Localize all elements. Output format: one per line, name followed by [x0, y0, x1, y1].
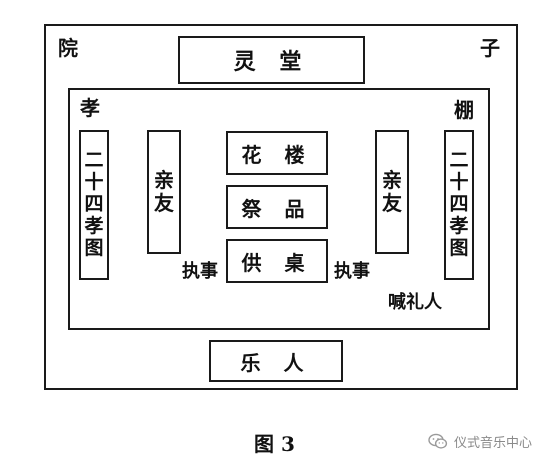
right-friends-box: 亲 友 — [375, 130, 409, 254]
offerings-box: 祭 品 — [226, 185, 328, 229]
courtyard-label-left: 院 — [58, 36, 78, 60]
musicians-box: 乐 人 — [209, 340, 343, 382]
steward-label-left: 执事 — [182, 261, 218, 282]
left-tablet-char: 二 — [84, 149, 104, 172]
offering-table-box: 供 桌 — [226, 239, 328, 283]
right-tablet-char: 孝 — [449, 214, 469, 237]
left-tablet-char: 四 — [84, 193, 104, 216]
left-filial-tablet: 二 十 四 孝 图 — [79, 130, 109, 280]
courtyard-label-right: 子 — [480, 36, 500, 60]
right-tablet-char: 十 — [449, 171, 469, 194]
left-friends-box: 亲 友 — [147, 130, 181, 254]
watermark-text: 仪式音乐中心 — [454, 436, 533, 451]
right-tablet-char: 二 — [449, 149, 469, 172]
offerings-label: 祭 品 — [241, 196, 313, 221]
musicians-label: 乐 人 — [240, 350, 312, 375]
lingtang-box: 灵 堂 — [178, 36, 365, 84]
figure-caption: 图 3 — [254, 432, 295, 456]
watermark: 仪式音乐中心 — [428, 432, 532, 451]
ritual-caller-label: 喊礼人 — [388, 292, 442, 313]
right-tablet-char: 图 — [449, 236, 469, 259]
flower-tower-box: 花 楼 — [226, 131, 328, 175]
right-tablet-char: 四 — [449, 193, 469, 216]
left-friends-char: 友 — [154, 191, 174, 215]
shed-label-right: 棚 — [454, 98, 474, 122]
left-tablet-char: 十 — [84, 171, 104, 194]
left-tablet-char: 图 — [84, 236, 104, 259]
left-friends-char: 亲 — [154, 168, 174, 192]
courtyard-frame — [44, 24, 518, 390]
wechat-icon — [428, 433, 448, 450]
left-tablet-char: 孝 — [84, 214, 104, 237]
right-friends-char: 友 — [382, 191, 402, 215]
shed-label-left: 孝 — [80, 96, 100, 120]
lingtang-label: 灵 堂 — [233, 49, 310, 75]
offering-table-label: 供 桌 — [241, 250, 313, 275]
right-friends-char: 亲 — [382, 168, 402, 192]
flower-tower-label: 花 楼 — [241, 142, 313, 167]
mourning-shed-frame — [68, 88, 490, 330]
steward-label-right: 执事 — [334, 261, 370, 282]
right-filial-tablet: 二 十 四 孝 图 — [444, 130, 474, 280]
